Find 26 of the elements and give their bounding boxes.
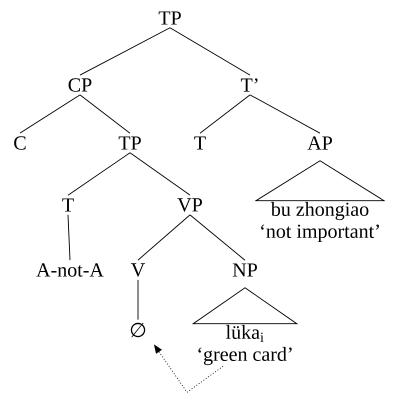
tree-branch [20, 94, 80, 134]
node-label: TP [158, 11, 181, 25]
node-label: lüka$_{i}$ ‘green card’ [198, 324, 292, 366]
tree-branch [80, 94, 130, 134]
tree-branch [138, 214, 190, 261]
tree-branch [250, 94, 320, 134]
node-label: T [194, 136, 206, 150]
node-label: VP [177, 198, 202, 212]
node-label: bu zhongiao ‘not important’ [261, 202, 379, 242]
node-label: AP [307, 136, 332, 150]
node-label: TP [118, 136, 141, 150]
node-label: A-not-A [36, 263, 104, 277]
node-label: C [14, 136, 26, 150]
node-label: CP [68, 78, 92, 92]
tree-branch [170, 27, 250, 76]
tree-branch [190, 214, 246, 261]
tree-branch [200, 94, 250, 134]
tree-branch [68, 214, 70, 261]
tree-branch [80, 27, 170, 76]
node-label: NP [232, 263, 257, 277]
node-label: ∅ [130, 322, 146, 338]
node-label: T [62, 198, 74, 212]
tree-branch [130, 152, 190, 196]
node-label: T’ [240, 78, 258, 92]
node-label: V [131, 263, 145, 277]
tree-branch [68, 152, 130, 196]
